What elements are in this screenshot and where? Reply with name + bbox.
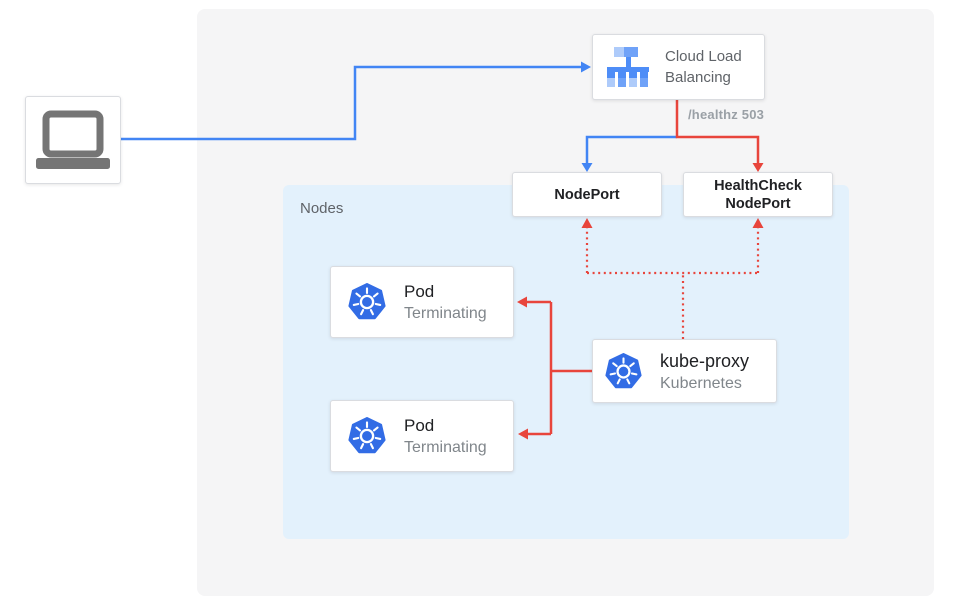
pod-terminating-box-2: Pod Terminating xyxy=(330,400,514,472)
nodes-label: Nodes xyxy=(300,200,344,217)
cloud-load-balancing-icon xyxy=(607,47,649,87)
pod-status: Terminating xyxy=(404,305,487,322)
cloud-lb-label-line2: Balancing xyxy=(665,69,731,86)
nodeport-box: NodePort xyxy=(512,172,662,217)
client-device-box xyxy=(25,96,121,184)
healthcheck-label-line1: HealthCheck xyxy=(714,177,802,194)
cloud-lb-label-line1: Cloud Load xyxy=(665,48,742,65)
laptop-icon xyxy=(36,110,110,169)
kubeproxy-to-ports-dotted-arrows xyxy=(585,227,760,339)
kubernetes-icon xyxy=(605,352,642,388)
cloud-load-balancing-box: Cloud Load Balancing xyxy=(592,34,765,100)
healthcheck-label-line2: NodePort xyxy=(725,195,791,212)
healthcheck-nodeport-box: HealthCheck NodePort xyxy=(683,172,833,217)
kube-proxy-title: kube-proxy xyxy=(660,350,750,371)
kubernetes-icon xyxy=(348,417,386,454)
client-to-lb-arrow xyxy=(121,61,591,141)
kube-proxy-subtitle: Kubernetes xyxy=(660,374,742,392)
pod-title: Pod xyxy=(404,416,435,435)
lb-to-healthcheck-arrow xyxy=(675,99,764,172)
kube-proxy-box: kube-proxy Kubernetes xyxy=(592,339,777,403)
nodeport-label: NodePort xyxy=(554,186,620,203)
pod-title: Pod xyxy=(404,282,435,301)
pod-status: Terminating xyxy=(404,439,487,456)
healthz-status-label: /healthz 503 xyxy=(688,107,765,122)
pod-terminating-box-1: Pod Terminating xyxy=(330,266,514,338)
kubernetes-icon xyxy=(348,283,386,320)
dotted-arrowheads xyxy=(581,218,764,228)
lb-to-nodeport-arrow xyxy=(581,135,677,172)
kubeproxy-to-pods-arrows xyxy=(517,296,592,440)
